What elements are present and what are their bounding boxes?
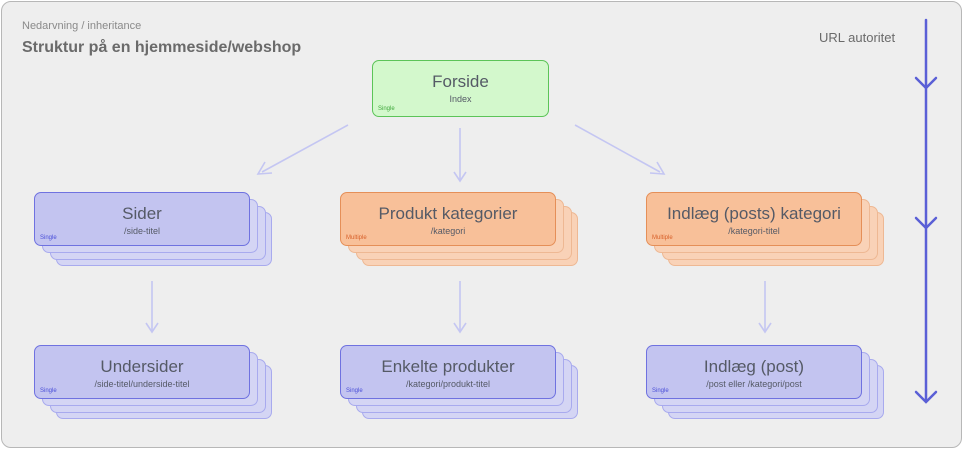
node-path: /post eller /kategori/post [706,379,802,389]
node-path: /kategori-titel [728,226,780,236]
url-authority-label: URL autoritet [819,30,896,45]
diagram-subtitle: Nedarvning / inheritance [22,20,142,32]
node-title: Enkelte produkter [381,357,515,376]
node-type-tag: Single [40,388,57,394]
node-type-tag: Multiple [346,235,367,241]
arrowhead-forside-sider [256,161,273,175]
node-path: /kategori/produkt-titel [405,379,491,389]
node-sider: Sider /side-titel Single [34,192,272,266]
node-path: /side-titel/underside-titel [94,379,190,389]
edge-forside-indlaeg-kategori [574,124,661,173]
node-type-tag: Single [40,235,57,241]
node-title: Undersider [100,357,184,376]
arrowhead-sider-undersider [145,322,159,334]
node-indlaeg-kategori: Indlæg (posts) kategori /kategori-titel … [646,192,884,266]
node-title: Produkt kategorier [378,204,518,223]
node-sider-card: Sider /side-titel Single [34,192,250,246]
node-title: Forside [432,72,489,91]
edge-forside-sider [261,124,349,173]
node-forside-card: Forside Index Single [372,60,549,117]
node-indlaeg-post: Indlæg (post) /post eller /kategori/post… [646,345,884,419]
node-enkelte-produkter-card: Enkelte produkter /kategori/produkt-tite… [340,345,556,399]
url-authority-arrowhead-1 [914,76,938,90]
node-path: /side-titel [123,226,160,236]
node-produkt-kategorier-card: Produkt kategorier /kategori Multiple [340,192,556,246]
node-indlaeg-kategori-card: Indlæg (posts) kategori /kategori-titel … [646,192,862,246]
node-type-tag: Single [652,388,669,394]
node-title: Indlæg (posts) kategori [667,204,841,223]
node-undersider: Undersider /side-titel/underside-titel S… [34,345,272,419]
node-title: Sider [122,204,162,223]
arrowhead-forside-indlaeg-kategori [649,161,666,175]
arrowhead-indlaeg-kategori-indlaeg-post [758,322,772,334]
url-authority-arrowhead-3 [914,390,938,404]
node-produkt-kategorier: Produkt kategorier /kategori Multiple [340,192,578,266]
arrowhead-forside-produkt-kategorier [453,171,467,183]
node-enkelte-produkter: Enkelte produkter /kategori/produkt-tite… [340,345,578,419]
node-undersider-card: Undersider /side-titel/underside-titel S… [34,345,250,399]
node-type-tag: Multiple [652,235,673,241]
node-indlaeg-post-card: Indlæg (post) /post eller /kategori/post… [646,345,862,399]
node-path: /kategori [430,226,466,236]
arrowhead-produkt-kategorier-enkelte-produkter [453,322,467,334]
node-type-tag: Single [346,388,363,394]
node-forside: Forside Index Single [372,60,550,118]
url-authority-arrowhead-2 [914,216,938,230]
node-title: Indlæg (post) [703,357,805,376]
node-type-tag: Single [378,106,395,112]
diagram-title: Struktur på en hjemmeside/webshop [22,39,302,56]
node-path: Index [449,94,472,104]
